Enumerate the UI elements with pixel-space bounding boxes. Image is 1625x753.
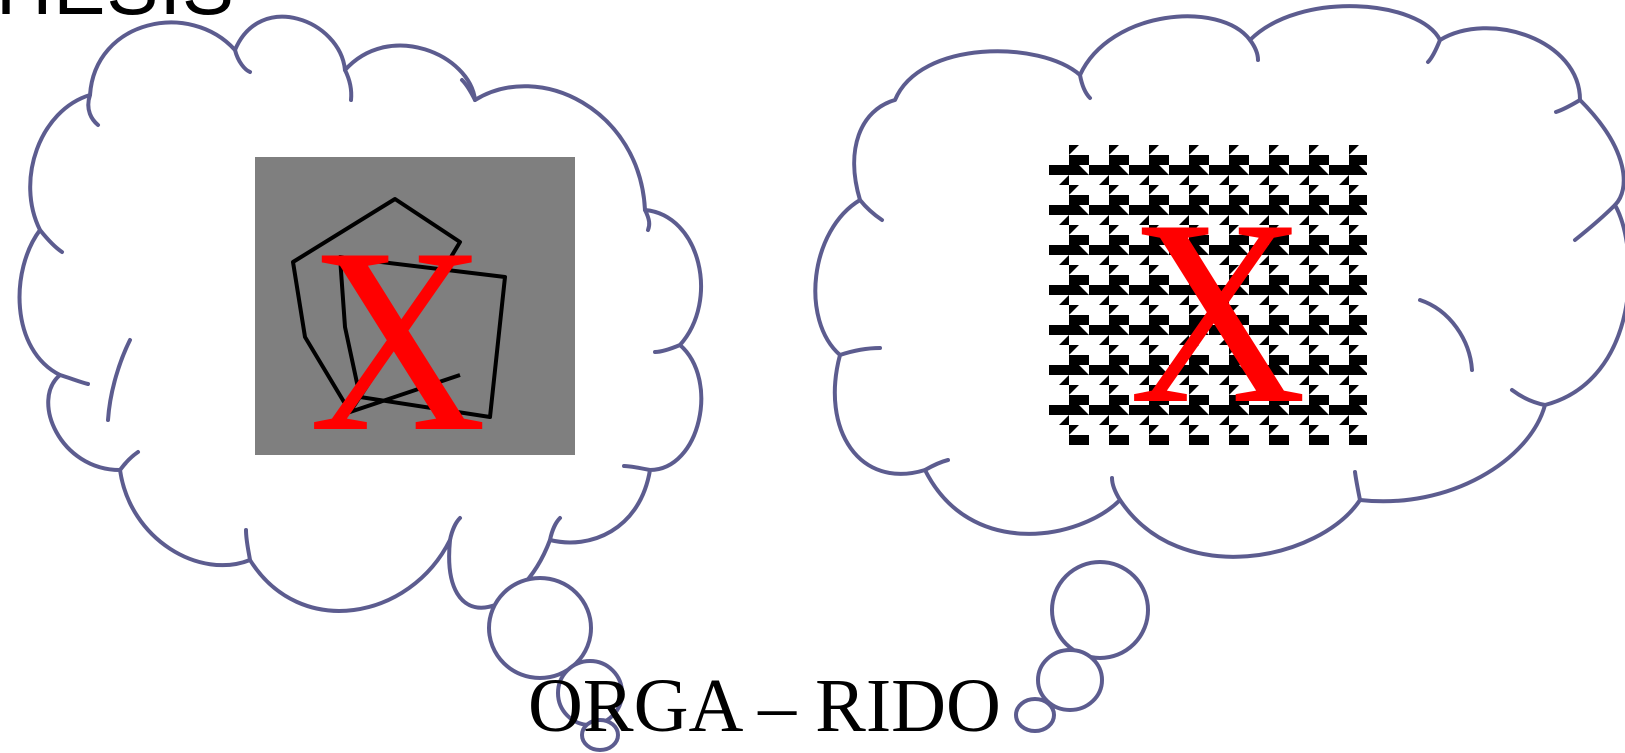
right-small-bubble-3 bbox=[1014, 697, 1056, 733]
left-small-bubble-1 bbox=[487, 576, 593, 680]
right-small-bubble-2 bbox=[1036, 648, 1104, 712]
slide-caption: ORGA – RIDO bbox=[528, 664, 1001, 748]
houndstooth-pattern-icon bbox=[1049, 145, 1367, 445]
pentagon-sketch-icon bbox=[291, 197, 507, 419]
right-cross-mark-icon: X bbox=[1128, 166, 1307, 459]
left-cross-mark-icon: X bbox=[308, 194, 487, 487]
slide-title-partial: HESIS bbox=[0, 0, 235, 26]
left-bubble-image bbox=[255, 157, 575, 455]
left-small-bubble-3 bbox=[580, 718, 620, 752]
right-small-bubble-1 bbox=[1050, 560, 1150, 660]
right-bubble-image bbox=[1049, 145, 1367, 445]
